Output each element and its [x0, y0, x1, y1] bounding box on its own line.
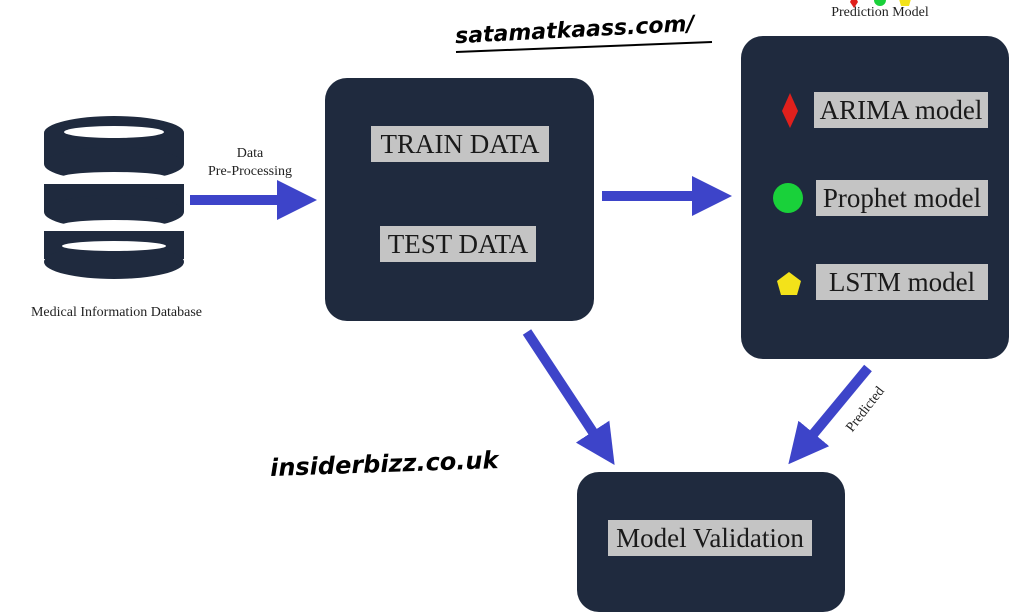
watermark-top-underline — [455, 41, 713, 53]
arima-model-box: ARIMA model — [814, 92, 988, 128]
lstm-model-box: LSTM model — [816, 264, 988, 300]
test-data-box: TEST DATA — [380, 226, 536, 262]
split-panel — [325, 78, 594, 321]
yellow-pentagon-icon — [777, 272, 801, 295]
arrow-test-to-validation — [522, 329, 615, 466]
title-yellow-pentagon-icon — [899, 0, 911, 6]
title-markers — [850, 0, 911, 8]
prediction-model-title: Prediction Model — [831, 5, 929, 20]
model-markers — [773, 93, 803, 295]
database-icon — [44, 116, 184, 279]
red-diamond-icon — [782, 93, 798, 128]
model-validation-box: Model Validation — [608, 520, 812, 556]
prophet-model-box: Prophet model — [816, 180, 988, 216]
title-red-diamond-icon — [850, 0, 858, 8]
arrow-predicted — [788, 364, 872, 465]
database-label: Medical Information Database — [30, 305, 203, 320]
green-circle-icon — [773, 183, 803, 213]
arrows-layer — [190, 176, 872, 466]
title-green-circle-icon — [874, 0, 886, 6]
preprocessing-label-line2: Pre-Processing — [208, 164, 292, 179]
preprocessing-label-line1: Data — [236, 146, 264, 161]
train-data-box: TRAIN DATA — [371, 126, 549, 162]
